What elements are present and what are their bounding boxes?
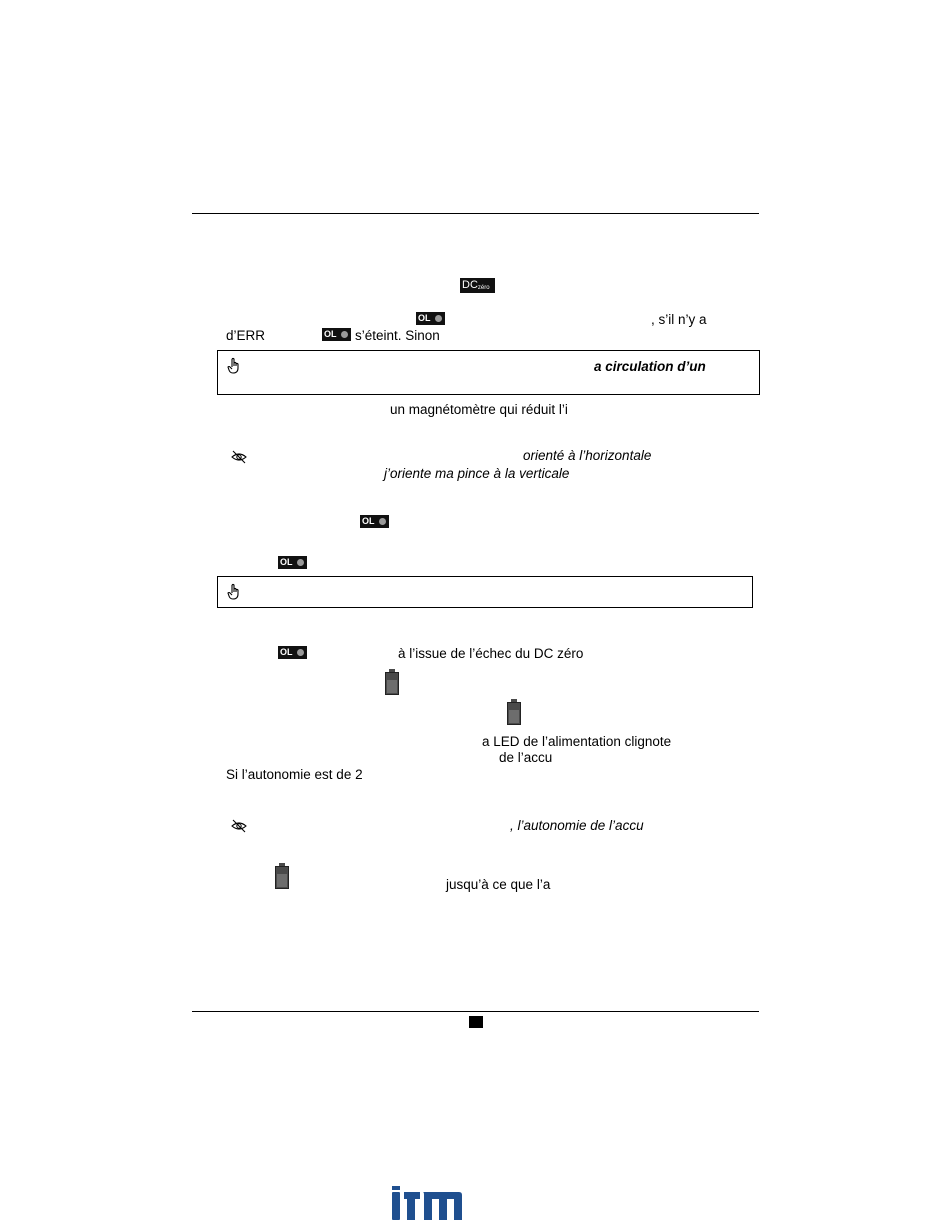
indicator-dot [435,315,442,322]
text-line-8b: de l’accu [499,750,553,765]
ol-label: OL [324,329,337,339]
text-line-8a: a LED de l’alimentation clignote [482,734,672,749]
dc-zero-badge: DCzéro [460,278,495,293]
indicator-dot [379,518,386,525]
page-number-box [469,1016,483,1028]
ol-indicator-badge: OL [322,328,351,341]
text-line-10: jusqu’à ce que l’a [446,877,551,892]
indicator-dot [341,331,348,338]
ol-label: OL [280,557,293,567]
pointing-hand-icon [227,583,239,600]
itm-logo [392,1186,462,1220]
ol-label: OL [418,313,431,323]
indicator-dot [297,559,304,566]
ol-indicator-badge: OL [416,312,445,325]
dc-badge-label: DC [462,279,478,291]
ol-indicator-badge: OL [278,556,307,569]
ol-indicator-badge: OL [278,646,307,659]
tip-text-a: orienté à l’horizontale [523,448,652,463]
pointing-hand-icon [227,357,239,374]
note-text: a circulation d’un [594,359,706,374]
battery-icon [507,699,521,725]
footer-rule [192,1011,759,1012]
note-box [217,350,760,395]
text-line-4: un magnétomètre qui réduit l’i [390,402,568,417]
text-line-9: Si l’autonomie est de 2 [226,767,363,782]
dc-badge-sub: zéro [477,285,490,291]
ol-indicator-badge: OL [360,515,389,528]
indicator-dot [297,649,304,656]
header-rule [192,213,759,214]
tip-text-2: , l’autonomie de l’accu [510,818,644,833]
tip-text-b: j’oriente ma pince à la verticale [384,466,570,481]
text-line-1-right: , s’il n’y a [651,312,707,327]
text-line-7: à l’issue de l’échec du DC zéro [398,646,584,661]
ol-label: OL [280,647,293,657]
battery-icon [385,669,399,695]
note-box [217,576,753,608]
eye-crossed-icon [231,450,247,464]
ol-label: OL [362,516,375,526]
eye-crossed-icon [231,819,247,833]
text-line-2-left: d’ERR [226,328,266,343]
battery-icon [275,863,289,889]
text-line-2-right: s’éteint. Sinon [355,328,440,343]
